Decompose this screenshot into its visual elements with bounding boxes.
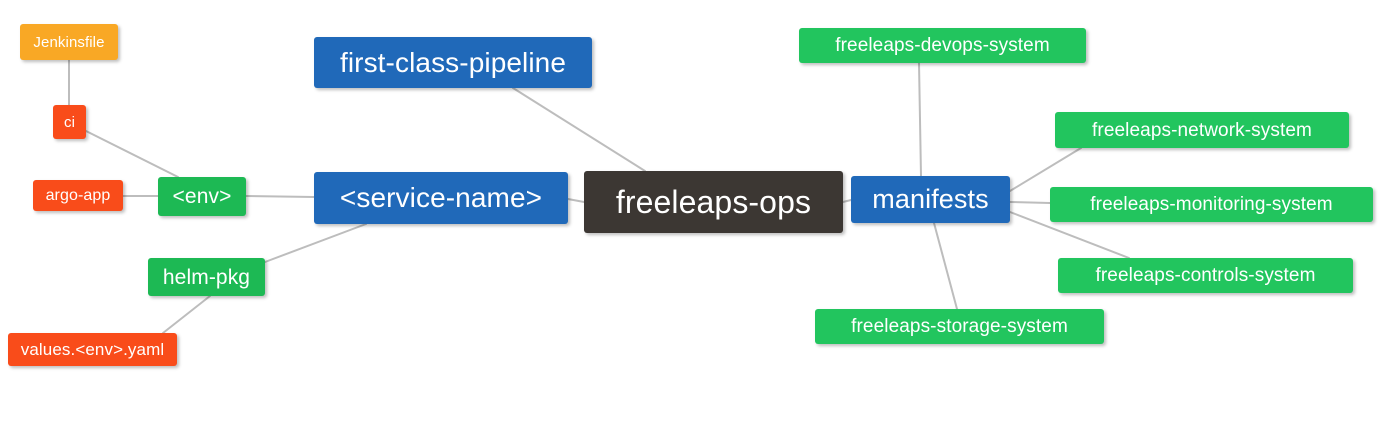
node-jenkinsfile[interactable]: Jenkinsfile [20,24,118,60]
node-label-manifests: manifests [872,184,989,214]
node-label-freeleaps-storage-system: freeleaps-storage-system [851,316,1068,337]
node-label-ci: ci [63,113,76,131]
node-label-jenkinsfile: Jenkinsfile [33,33,105,51]
node-label-first-class-pipeline: first-class-pipeline [339,46,567,78]
edge-service-name-to-env [245,195,315,198]
node-freeleaps-devops-system[interactable]: freeleaps-devops-system [799,28,1086,63]
node-service-name[interactable]: <service-name> [314,172,568,224]
edge-freeleaps-ops-to-first-class-pipeline [512,87,646,172]
node-label-freeleaps-controls-system: freeleaps-controls-system [1095,265,1316,286]
node-argo-app[interactable]: argo-app [33,180,123,211]
node-label-freeleaps-devops-system: freeleaps-devops-system [835,35,1050,56]
edge-freeleaps-ops-to-manifests [842,199,852,203]
node-label-freeleaps-ops: freeleaps-ops [615,184,812,220]
node-manifests[interactable]: manifests [851,176,1010,223]
edge-manifests-to-freeleaps-devops-system [918,62,922,177]
node-label-argo-app: argo-app [45,186,111,204]
node-label-helm-pkg: helm-pkg [162,265,251,289]
node-freeleaps-controls-system[interactable]: freeleaps-controls-system [1058,258,1353,293]
node-freeleaps-network-system[interactable]: freeleaps-network-system [1055,112,1349,148]
node-label-env: <env> [172,185,232,208]
node-label-freeleaps-network-system: freeleaps-network-system [1092,119,1312,141]
node-label-freeleaps-monitoring-system: freeleaps-monitoring-system [1090,194,1333,215]
node-values-yaml[interactable]: values.<env>.yaml [8,333,177,366]
node-label-values-yaml: values.<env>.yaml [20,340,165,359]
edge-helm-pkg-to-values-yaml [162,295,211,334]
node-ci[interactable]: ci [53,105,86,139]
node-env[interactable]: <env> [158,177,246,216]
node-freeleaps-ops[interactable]: freeleaps-ops [584,171,843,233]
node-freeleaps-storage-system[interactable]: freeleaps-storage-system [815,309,1104,344]
edge-env-to-ci [85,130,179,178]
edge-manifests-to-freeleaps-monitoring-system [1009,201,1051,204]
edge-service-name-to-helm-pkg [264,223,367,263]
edge-freeleaps-ops-to-service-name [567,198,585,203]
node-helm-pkg[interactable]: helm-pkg [148,258,265,296]
node-label-service-name: <service-name> [339,182,543,213]
edge-manifests-to-freeleaps-network-system [1009,147,1082,192]
edge-manifests-to-freeleaps-storage-system [933,222,958,310]
node-freeleaps-monitoring-system[interactable]: freeleaps-monitoring-system [1050,187,1373,222]
node-first-class-pipeline[interactable]: first-class-pipeline [314,37,592,88]
